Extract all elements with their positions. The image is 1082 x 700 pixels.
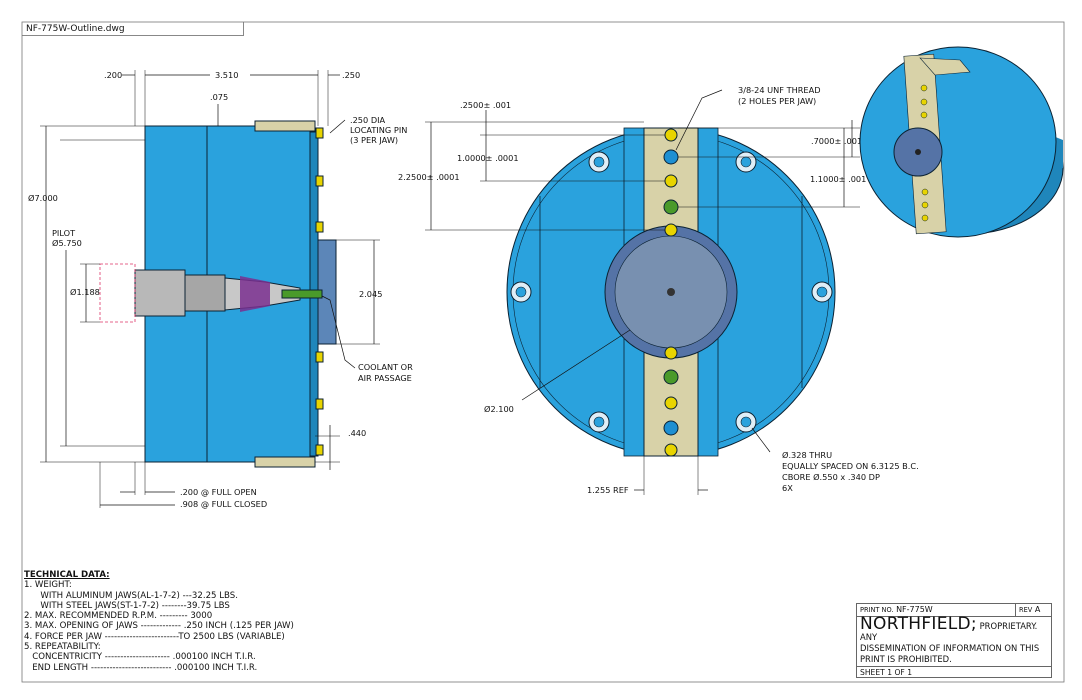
title-block: PRINT NO. NF-775W REV A NORTHFIELD; PROP… bbox=[856, 603, 1052, 678]
dim-top-right: .250 bbox=[342, 70, 360, 80]
thread-note-1: 3/8-24 UNF THREAD bbox=[738, 85, 821, 95]
pilot-dia: Ø5.750 bbox=[52, 238, 82, 248]
print-number-cell: PRINT NO. NF-775W bbox=[857, 604, 1016, 616]
hole-note-4: 6X bbox=[782, 483, 793, 493]
locating-pin bbox=[315, 221, 324, 233]
dia-outer: Ø7.000 bbox=[28, 193, 58, 203]
hole-note-1: Ø.328 THRU bbox=[782, 450, 832, 460]
ref-dim: 1.255 REF bbox=[587, 485, 629, 495]
tech-line: WITH STEEL JAWS(ST-1-7-2) --------39.75 … bbox=[24, 600, 230, 611]
locating-pin bbox=[315, 351, 324, 363]
iso-face bbox=[859, 46, 1057, 238]
dim-top-mid: 3.510 bbox=[215, 70, 238, 80]
print-number: NF-775W bbox=[896, 605, 933, 614]
technical-data: TECHNICAL DATA:1. WEIGHT: WITH ALUMINUM … bbox=[24, 570, 294, 673]
dim-nose: 2.045 bbox=[359, 289, 382, 299]
front-view bbox=[506, 127, 836, 457]
pin-note-3: (3 PER JAW) bbox=[350, 135, 398, 145]
center-hole bbox=[667, 288, 675, 296]
tech-line: CONCENTRICITY --------------------- .000… bbox=[24, 652, 256, 663]
seal-section bbox=[240, 276, 270, 312]
thread-hole-yellow bbox=[664, 174, 678, 188]
dim-top-left: .200 bbox=[104, 70, 122, 80]
thread-note-2: (2 HOLES PER JAW) bbox=[738, 96, 816, 106]
dia-center: Ø2.100 bbox=[484, 404, 514, 414]
dim-2500: .2500± .001 bbox=[460, 100, 511, 110]
locating-pin bbox=[315, 127, 324, 139]
jaw-hole-blue bbox=[663, 149, 679, 165]
tech-line: 1. WEIGHT: bbox=[24, 580, 72, 591]
tech-line: 4. FORCE PER JAW -----------------------… bbox=[24, 631, 285, 642]
tech-line: 3. MAX. OPENING OF JAWS ------------- .2… bbox=[24, 621, 294, 632]
side-view bbox=[99, 120, 337, 468]
locating-pin bbox=[315, 444, 324, 456]
full-open-dim: .200 @ FULL OPEN bbox=[180, 487, 257, 497]
brand-name: NORTHFIELD; bbox=[860, 614, 977, 634]
coolant-note-1: COOLANT OR bbox=[358, 362, 413, 372]
hole-note-3: CBORE Ø.550 x .340 DP bbox=[782, 472, 880, 482]
pilot-dashed bbox=[99, 263, 136, 323]
tech-line: 2. MAX. RECOMMENDED R.P.M. --------- 300… bbox=[24, 611, 213, 622]
jaw-hole-green bbox=[663, 369, 679, 385]
dim-jaw: .440 bbox=[348, 428, 366, 438]
revision-cell: REV A bbox=[1019, 605, 1041, 614]
revision: A bbox=[1034, 605, 1041, 614]
dim-7000: .7000± .001 bbox=[811, 136, 862, 146]
proprietary-notice: NORTHFIELD; PROPRIETARY. ANY DISSEMINATI… bbox=[860, 614, 1040, 665]
technical-data-heading: TECHNICAL DATA: bbox=[24, 570, 110, 580]
jaw-bottom bbox=[254, 456, 316, 468]
thread-hole-yellow bbox=[664, 223, 678, 237]
pin-note-1: .250 DIA bbox=[350, 115, 386, 125]
sheet-info: SHEET 1 OF 1 bbox=[857, 666, 1051, 677]
tech-line: END LENGTH -------------------------- .0… bbox=[24, 662, 258, 673]
file-name-tab: NF-775W-Outline.dwg bbox=[22, 22, 244, 36]
bore-section bbox=[134, 269, 186, 317]
pilot-label: PILOT bbox=[52, 228, 76, 238]
dia-bore: Ø1.188 bbox=[70, 287, 100, 297]
jaw-hole-blue bbox=[663, 420, 679, 436]
dim-1100: 1.1000± .001 bbox=[810, 174, 866, 184]
dim-2250: 2.2500± .0001 bbox=[398, 172, 460, 182]
tech-line: 5. REPEATABILITY: bbox=[24, 642, 101, 653]
coolant-passage bbox=[281, 289, 323, 299]
locating-pin bbox=[315, 398, 324, 410]
jaw-top bbox=[254, 120, 316, 132]
locating-pin bbox=[315, 175, 324, 187]
front-view-dimensions: 3/8-24 UNF THREAD (2 HOLES PER JAW) .250… bbox=[398, 85, 919, 495]
thread-hole-yellow bbox=[664, 346, 678, 360]
side-view-dimensions: .200 3.510 .250 .075 .250 DIA LOCATING P… bbox=[28, 70, 413, 509]
thread-hole-yellow bbox=[664, 128, 678, 142]
coolant-note-2: AIR PASSAGE bbox=[358, 373, 412, 383]
drawbar-section bbox=[184, 274, 226, 312]
thread-hole-yellow bbox=[664, 443, 678, 457]
full-closed-dim: .908 @ FULL CLOSED bbox=[180, 499, 267, 509]
isometric-view bbox=[859, 46, 1064, 238]
pin-note-2: LOCATING PIN bbox=[350, 125, 407, 135]
tech-line: WITH ALUMINUM JAWS(AL-1-7-2) ---32.25 LB… bbox=[24, 590, 238, 601]
jaw-hole-green bbox=[663, 199, 679, 215]
sheet-border bbox=[21, 21, 1065, 683]
dim-lip: .075 bbox=[210, 92, 228, 102]
thread-hole-yellow bbox=[664, 396, 678, 410]
hole-note-2: EQUALLY SPACED ON 6.3125 B.C. bbox=[782, 461, 919, 471]
dim-1000: 1.0000± .0001 bbox=[457, 153, 519, 163]
